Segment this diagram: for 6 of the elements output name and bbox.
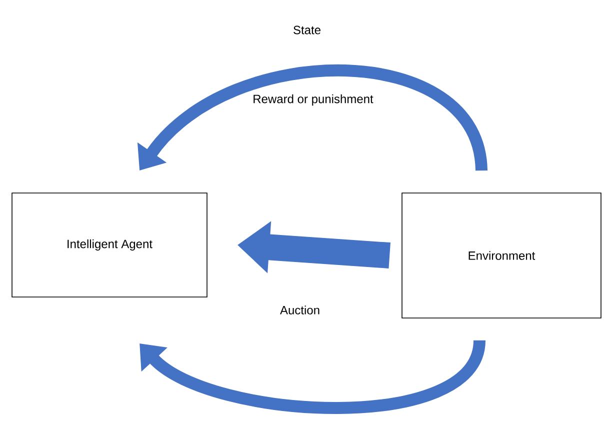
edge-label: Reward or punishment — [252, 93, 374, 107]
box: Environment — [402, 192, 602, 318]
label: State — [294, 26, 320, 34]
arrow — [140, 338, 486, 414]
edge-label: Auction — [279, 304, 322, 316]
box: Intelligent Agent — [12, 192, 208, 298]
